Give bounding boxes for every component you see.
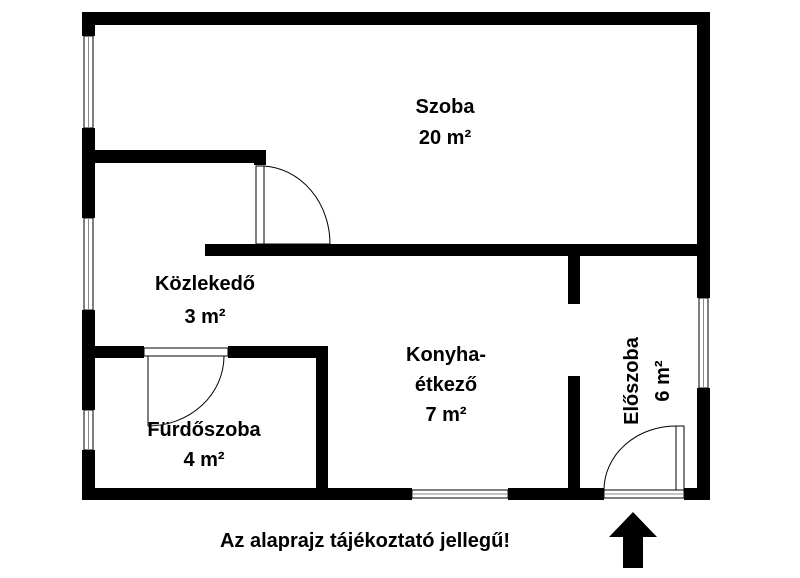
disclaimer-text: Az alaprajz tájékoztató jellegű!: [219, 530, 511, 552]
room-furdoszoba-name: Fürdőszoba: [147, 419, 261, 441]
entrance-arrow-icon: [609, 512, 657, 568]
wall-szoba-bottom: [205, 244, 710, 256]
room-konyha-area: 7 m²: [425, 404, 466, 426]
room-eloszoba-name: Előszoba: [621, 336, 643, 425]
window-left-bottom: [83, 409, 94, 451]
room-szoba-area: 20 m²: [419, 127, 472, 149]
room-konyha-name-line1: Konyha-: [406, 344, 486, 366]
wall-bottom-left: [82, 488, 412, 500]
room-szoba-name: Szoba: [416, 96, 476, 118]
room-kozlekedo-name: Közlekedő: [155, 273, 255, 295]
wall-left-mid1: [82, 128, 95, 218]
wall-left-top: [82, 12, 95, 36]
door-entrance: [603, 425, 685, 491]
wall-szoba-kozlekedo: [82, 150, 266, 163]
room-eloszoba-area: 6 m²: [652, 360, 674, 401]
room-kozlekedo-area: 3 m²: [184, 306, 225, 328]
wall-bottom-mid: [508, 488, 604, 500]
wall-bottom-right: [684, 488, 710, 500]
window-bottom-kitchen: [411, 489, 509, 499]
wall-right-upper: [697, 12, 710, 298]
wall-left-bottom: [82, 450, 95, 500]
wall-right-lower: [697, 388, 710, 500]
wall-eloszoba-lower: [568, 376, 580, 500]
wall-furdo-top-right: [228, 346, 328, 358]
wall-furdo-top-left: [82, 346, 144, 358]
wall-left-mid2: [82, 310, 95, 410]
door-szoba: [255, 165, 331, 245]
door-furdoszoba: [143, 347, 229, 427]
room-furdoszoba-area: 4 m²: [183, 449, 224, 471]
room-konyha-name-line2: étkező: [415, 374, 477, 396]
wall-furdo-right: [316, 346, 328, 500]
wall-top: [82, 12, 710, 25]
window-right: [698, 297, 709, 389]
wall-eloszoba-upper: [568, 256, 580, 304]
wall-door-stub: [254, 150, 266, 165]
window-left-middle: [83, 217, 94, 311]
window-bottom-entrance: [603, 489, 685, 499]
window-left-top: [83, 35, 94, 129]
